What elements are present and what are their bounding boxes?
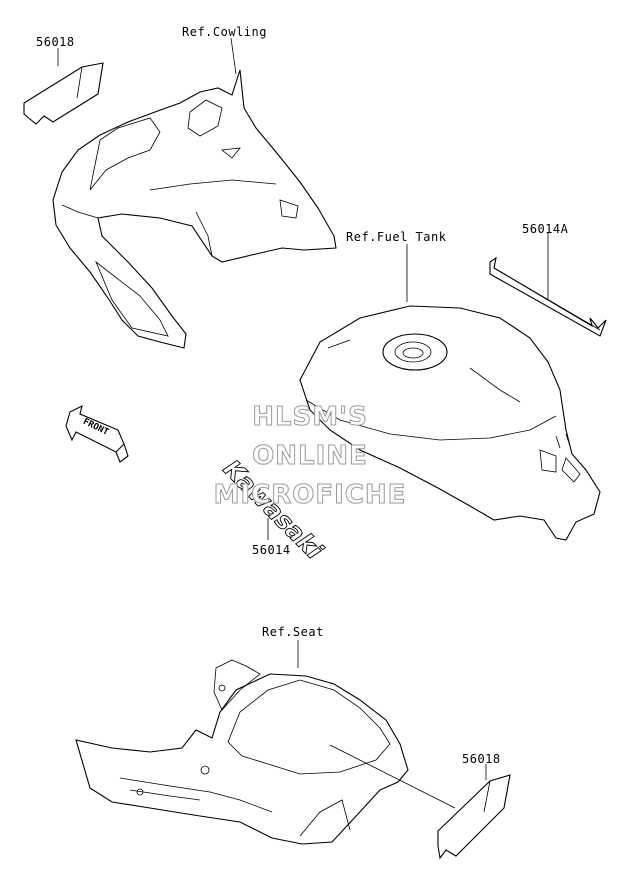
sticker-56018-bottom <box>437 774 511 860</box>
leader-lines <box>57 37 549 809</box>
front-arrow: FRONT <box>65 404 129 463</box>
callout-56014: 56014 <box>252 543 291 557</box>
watermark-line-2: ONLINE <box>252 441 368 472</box>
upper-cowling <box>52 69 337 349</box>
callout-56018-bottom: 56018 <box>462 752 501 766</box>
watermark-line-1: HLSM'S <box>252 402 368 433</box>
fuel-tank <box>299 305 601 541</box>
callout-56014a: 56014A <box>522 222 569 236</box>
callout-ref-fuel-tank: Ref.Fuel Tank <box>346 230 447 244</box>
watermark-line-3: MICROFICHE <box>213 480 407 511</box>
rear-seat-cowl <box>75 659 409 845</box>
callout-56018-top: 56018 <box>36 35 75 49</box>
stripe-56014a <box>489 256 607 337</box>
callout-ref-seat: Ref.Seat <box>262 625 324 639</box>
callout-ref-cowling: Ref.Cowling <box>182 25 267 39</box>
sticker-56018-top <box>23 62 104 125</box>
